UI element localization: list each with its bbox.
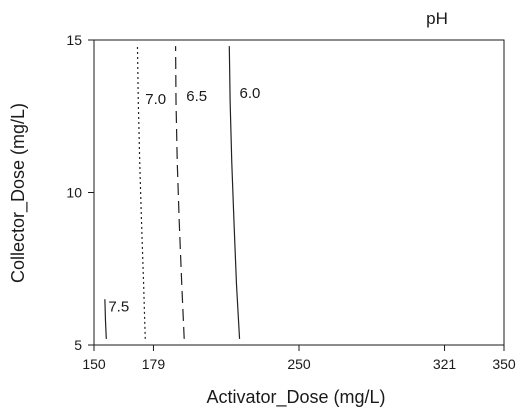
contour-label-7-5: 7.5 [108,298,129,315]
x-tick-label: 250 [287,356,311,372]
x-tick-label: 150 [82,356,106,372]
x-tick-label: 179 [142,356,166,372]
x-tick-label: 350 [492,356,516,372]
x-tick-label: 321 [433,356,457,372]
y-axis-ticks: 5 10 15 [66,32,94,353]
contour-line-6-0 [228,46,241,339]
contour-line-7-0 [136,46,146,339]
y-tick-label: 5 [74,337,82,353]
contour-label-6-0: 6.0 [240,85,261,102]
contour-label-7-0: 7.0 [145,91,166,108]
y-axis-title: Collector_Dose (mg/L) [8,103,29,283]
x-axis-title: Activator_Dose (mg/L) [206,387,385,408]
contour-line-7-5 [104,299,107,339]
contour-label-bg [238,85,265,101]
contour-line-6-5 [174,46,185,339]
contour-label-6-5: 6.5 [186,88,207,105]
contour-lines: 7.5 7.0 6.5 6.0 [104,46,265,339]
contour-label-bg [185,89,212,104]
y-tick-label: 10 [66,185,82,201]
x-axis-ticks: 150 179 250 321 350 [82,345,516,372]
contour-label-bg [144,92,171,108]
chart-title: pH [426,9,448,28]
y-tick-label: 15 [66,32,82,48]
contour-label-bg [107,299,134,315]
plot-frame [93,39,505,346]
